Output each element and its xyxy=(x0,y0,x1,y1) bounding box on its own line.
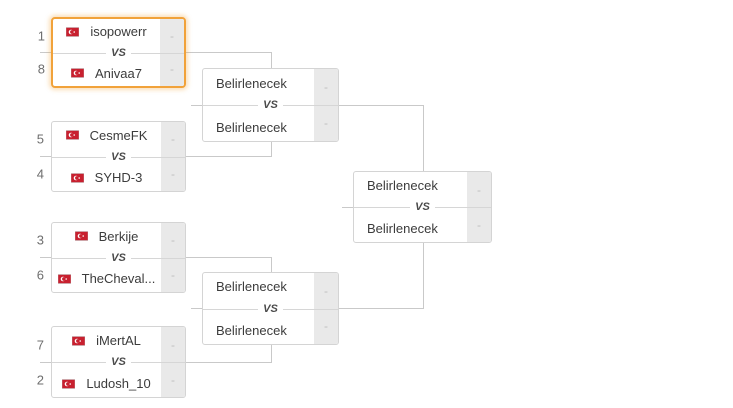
bracket-connector xyxy=(40,362,51,363)
score-value: - xyxy=(324,80,328,94)
turkey-flag-icon xyxy=(66,27,80,37)
player-name: CesmeFK xyxy=(89,127,148,143)
seed-number: 5 xyxy=(36,131,44,147)
score-value: - xyxy=(171,337,175,352)
turkey-flag-icon xyxy=(72,335,86,346)
seed-number: 2 xyxy=(36,372,44,387)
score-value: - xyxy=(324,116,328,130)
match-round1-3[interactable]: 3 6 - - Berkije VS TheCheval... xyxy=(37,222,186,293)
vs-label: VS xyxy=(258,99,283,111)
bracket-connector xyxy=(191,105,202,106)
score-value: - xyxy=(171,267,175,282)
bracket-connector xyxy=(342,207,353,208)
vs-label: VS xyxy=(258,302,283,315)
bracket-connector xyxy=(339,105,424,106)
score-value: - xyxy=(171,132,175,147)
turkey-flag-icon xyxy=(57,274,71,284)
player-row[interactable]: Belirlenecek xyxy=(354,172,491,199)
score-value: - xyxy=(477,217,481,232)
seed-number: 7 xyxy=(36,337,44,352)
player-row[interactable]: Belirlenecek xyxy=(203,113,338,141)
player-row[interactable]: Ludosh_10 xyxy=(52,370,185,397)
vs-label: VS xyxy=(106,251,131,264)
score-value: - xyxy=(171,166,175,181)
score-value: - xyxy=(324,319,328,334)
bracket-connector xyxy=(423,105,424,172)
player-name: Belirlenecek xyxy=(216,279,287,295)
vs-divider: VS xyxy=(52,149,185,165)
player-name: isopowerr xyxy=(90,24,147,40)
match-semifinal-2[interactable]: - - Belirlenecek VS Belirlenecek xyxy=(202,272,339,345)
match-round1-4[interactable]: 7 2 - - iMertAL VS Ludosh_10 xyxy=(37,326,186,398)
bracket-connector xyxy=(186,257,272,258)
seed-number: 3 xyxy=(36,232,44,248)
bracket-connector xyxy=(186,362,272,363)
seed-number: 4 xyxy=(36,166,44,182)
turkey-flag-icon xyxy=(71,68,84,78)
player-row[interactable]: Belirlenecek xyxy=(203,69,338,97)
vs-divider: VS xyxy=(354,199,491,215)
vs-divider: VS xyxy=(52,354,185,370)
score-value: - xyxy=(171,233,175,248)
player-name: TheCheval... xyxy=(81,271,156,287)
player-name: Belirlenecek xyxy=(216,119,287,135)
bracket-connector xyxy=(271,141,272,156)
bracket-connector xyxy=(271,344,272,362)
vs-label: VS xyxy=(106,150,131,163)
match-semifinal-1[interactable]: - - Belirlenecek VS Belirlenecek xyxy=(202,68,339,142)
player-row[interactable]: SYHD-3 xyxy=(52,165,185,192)
bracket-connector xyxy=(40,257,51,258)
vs-label: VS xyxy=(106,46,131,59)
turkey-flag-icon xyxy=(65,130,79,140)
player-row[interactable]: TheCheval... xyxy=(52,266,185,293)
player-name: Berkije xyxy=(98,228,139,244)
seed-number: 6 xyxy=(36,267,44,283)
score-value: - xyxy=(171,372,175,387)
score-value: - xyxy=(477,182,481,197)
player-row[interactable]: iMertAL xyxy=(52,327,185,354)
player-name: Belirlenecek xyxy=(367,221,438,236)
score-value: - xyxy=(170,62,174,77)
bracket-connector xyxy=(186,52,272,53)
turkey-flag-icon xyxy=(62,378,76,389)
player-name: Ludosh_10 xyxy=(86,376,151,391)
bracket-connector xyxy=(271,52,272,69)
player-row[interactable]: Belirlenecek xyxy=(203,317,338,345)
vs-divider: VS xyxy=(203,97,338,113)
score-value: - xyxy=(170,28,174,43)
player-row[interactable]: Belirlenecek xyxy=(354,215,491,242)
player-row[interactable]: Berkije xyxy=(52,223,185,250)
bracket-connector xyxy=(186,156,272,157)
bracket-connector xyxy=(339,308,424,309)
match-round1-1[interactable]: 1 8 - - isopowerr VS Anivaa7 xyxy=(38,17,186,88)
bracket-connector xyxy=(40,52,51,53)
turkey-flag-icon xyxy=(70,173,84,183)
player-row[interactable]: CesmeFK xyxy=(52,122,185,149)
seed-number: 8 xyxy=(37,61,45,77)
turkey-flag-icon xyxy=(74,231,88,241)
bracket-connector xyxy=(271,257,272,273)
bracket-connector xyxy=(40,156,51,157)
match-round1-2[interactable]: 5 4 - - CesmeFK VS SYHD-3 xyxy=(37,121,186,192)
vs-divider: VS xyxy=(53,45,184,61)
player-name: Belirlenecek xyxy=(216,322,287,338)
player-row[interactable]: Belirlenecek xyxy=(203,273,338,301)
player-name: Belirlenecek xyxy=(216,75,287,91)
bracket-connector xyxy=(191,308,202,309)
player-name: SYHD-3 xyxy=(94,170,143,186)
bracket-connector xyxy=(423,242,424,308)
score-value: - xyxy=(324,283,328,298)
vs-divider: VS xyxy=(203,301,338,317)
vs-divider: VS xyxy=(52,250,185,266)
player-name: Belirlenecek xyxy=(367,178,438,193)
player-name: iMertAL xyxy=(96,333,141,348)
seed-number: 1 xyxy=(37,28,45,44)
player-name: Anivaa7 xyxy=(95,65,142,81)
player-row[interactable]: isopowerr xyxy=(53,19,184,45)
vs-label: VS xyxy=(410,201,435,213)
vs-label: VS xyxy=(106,356,131,368)
match-final[interactable]: - - Belirlenecek VS Belirlenecek xyxy=(353,171,492,243)
player-row[interactable]: Anivaa7 xyxy=(53,61,184,87)
